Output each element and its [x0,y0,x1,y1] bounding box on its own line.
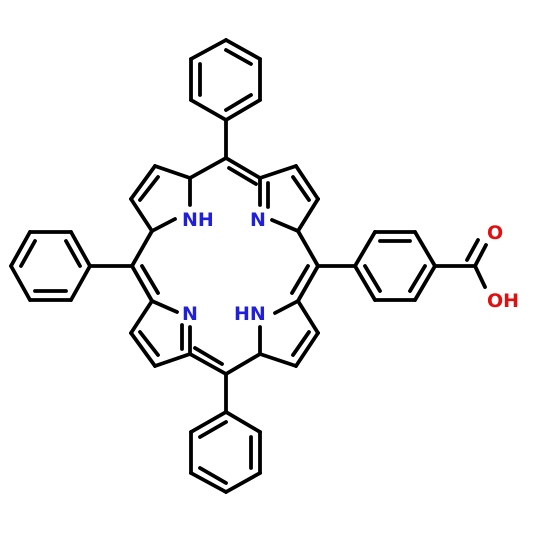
left-phenyl-ring [9,230,92,302]
pyrrole-top-right [258,164,320,233]
bottom-phenyl-ring [189,410,262,494]
atom-label-n-top-right: N [250,209,266,231]
atom-label-n-bottom-left: N [182,303,198,325]
pyrrole-bottom-left [129,299,192,368]
atom-label-hn-bottom-right: HN [234,303,266,325]
atom-label-hydroxyl: OH [487,290,519,312]
atom-label-carbonyl-oxygen: O [487,222,503,244]
atom-label-nh-top: NH [182,209,214,231]
pyrrole-bottom-right [258,299,320,368]
bond-group [9,38,488,494]
carboxylic-acid-bonds [433,238,488,289]
right-carboxyphenyl-ring [353,230,437,302]
pyrrole-top-left [129,164,192,233]
macrocycle-bonds [130,156,320,376]
top-phenyl-ring [189,38,262,122]
atom-labels: NH N N HN O OH [182,209,519,325]
